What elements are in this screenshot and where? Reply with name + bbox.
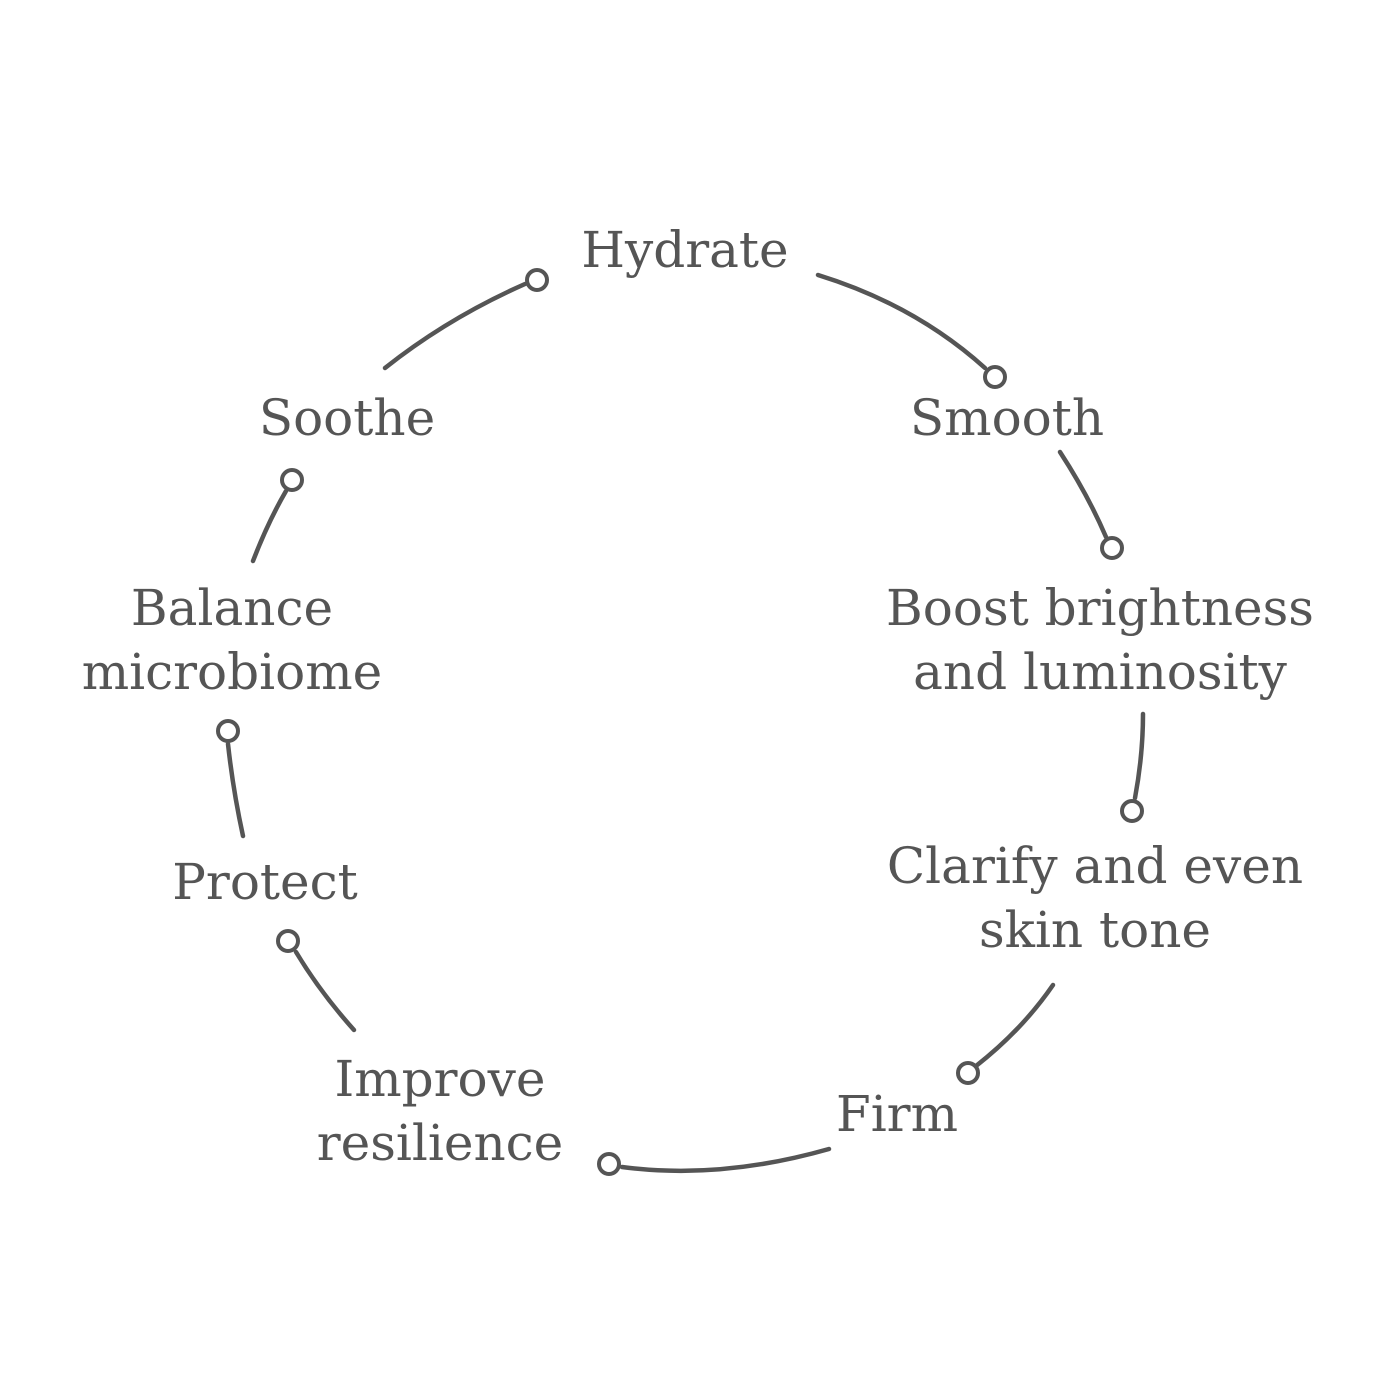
step-balance-microbiome: Balance microbiome xyxy=(62,576,402,704)
step-improve-resilience: Improve resilience xyxy=(290,1047,590,1175)
step-improve-line-2: resilience xyxy=(316,1114,564,1172)
connector-hydrate-smooth xyxy=(815,272,988,371)
step-boost-brightness: Boost brightness and luminosity xyxy=(860,576,1340,704)
step-protect: Protect xyxy=(140,850,390,914)
step-protect-label: Protect xyxy=(172,853,358,911)
step-boost-line-1: Boost brightness xyxy=(886,579,1314,637)
connector-end-circle xyxy=(1120,799,1144,823)
step-balance-line-1: Balance xyxy=(130,579,334,637)
connector-end-circle xyxy=(276,929,300,953)
connector-soothe-hydrate xyxy=(382,281,528,371)
connector-boost-clarify xyxy=(1132,711,1146,801)
connector-balance-protect xyxy=(225,741,246,839)
step-balance-line-2: microbiome xyxy=(81,643,383,701)
connector-firm-improve xyxy=(619,1146,832,1174)
step-soothe: Soothe xyxy=(197,386,497,450)
step-boost-line-2: and luminosity xyxy=(913,643,1287,701)
connector-end-circle xyxy=(216,719,240,743)
step-soothe-label: Soothe xyxy=(258,389,436,447)
connector-end-circle xyxy=(525,268,549,292)
connector-end-circle xyxy=(280,468,304,492)
step-improve-line-1: Improve xyxy=(334,1050,546,1108)
connector-clarify-firm xyxy=(973,982,1056,1069)
step-hydrate: Hydrate xyxy=(535,218,835,282)
step-smooth-label: Smooth xyxy=(909,389,1105,447)
connector-end-circle xyxy=(983,365,1007,389)
connector-smooth-boost xyxy=(1057,449,1109,540)
step-firm-label: Firm xyxy=(836,1085,958,1143)
connector-end-circle xyxy=(1100,536,1124,560)
step-smooth: Smooth xyxy=(857,386,1157,450)
step-clarify: Clarify and even skin tone xyxy=(860,834,1330,962)
step-firm: Firm xyxy=(797,1082,997,1146)
connector-protect-improve xyxy=(293,949,357,1033)
connector-end-circle xyxy=(956,1061,980,1085)
step-hydrate-label: Hydrate xyxy=(581,221,789,279)
step-clarify-line-1: Clarify and even xyxy=(886,837,1304,895)
connector-end-circle xyxy=(597,1152,621,1176)
step-clarify-line-2: skin tone xyxy=(978,901,1212,959)
connector-soothe-balance xyxy=(250,488,289,564)
